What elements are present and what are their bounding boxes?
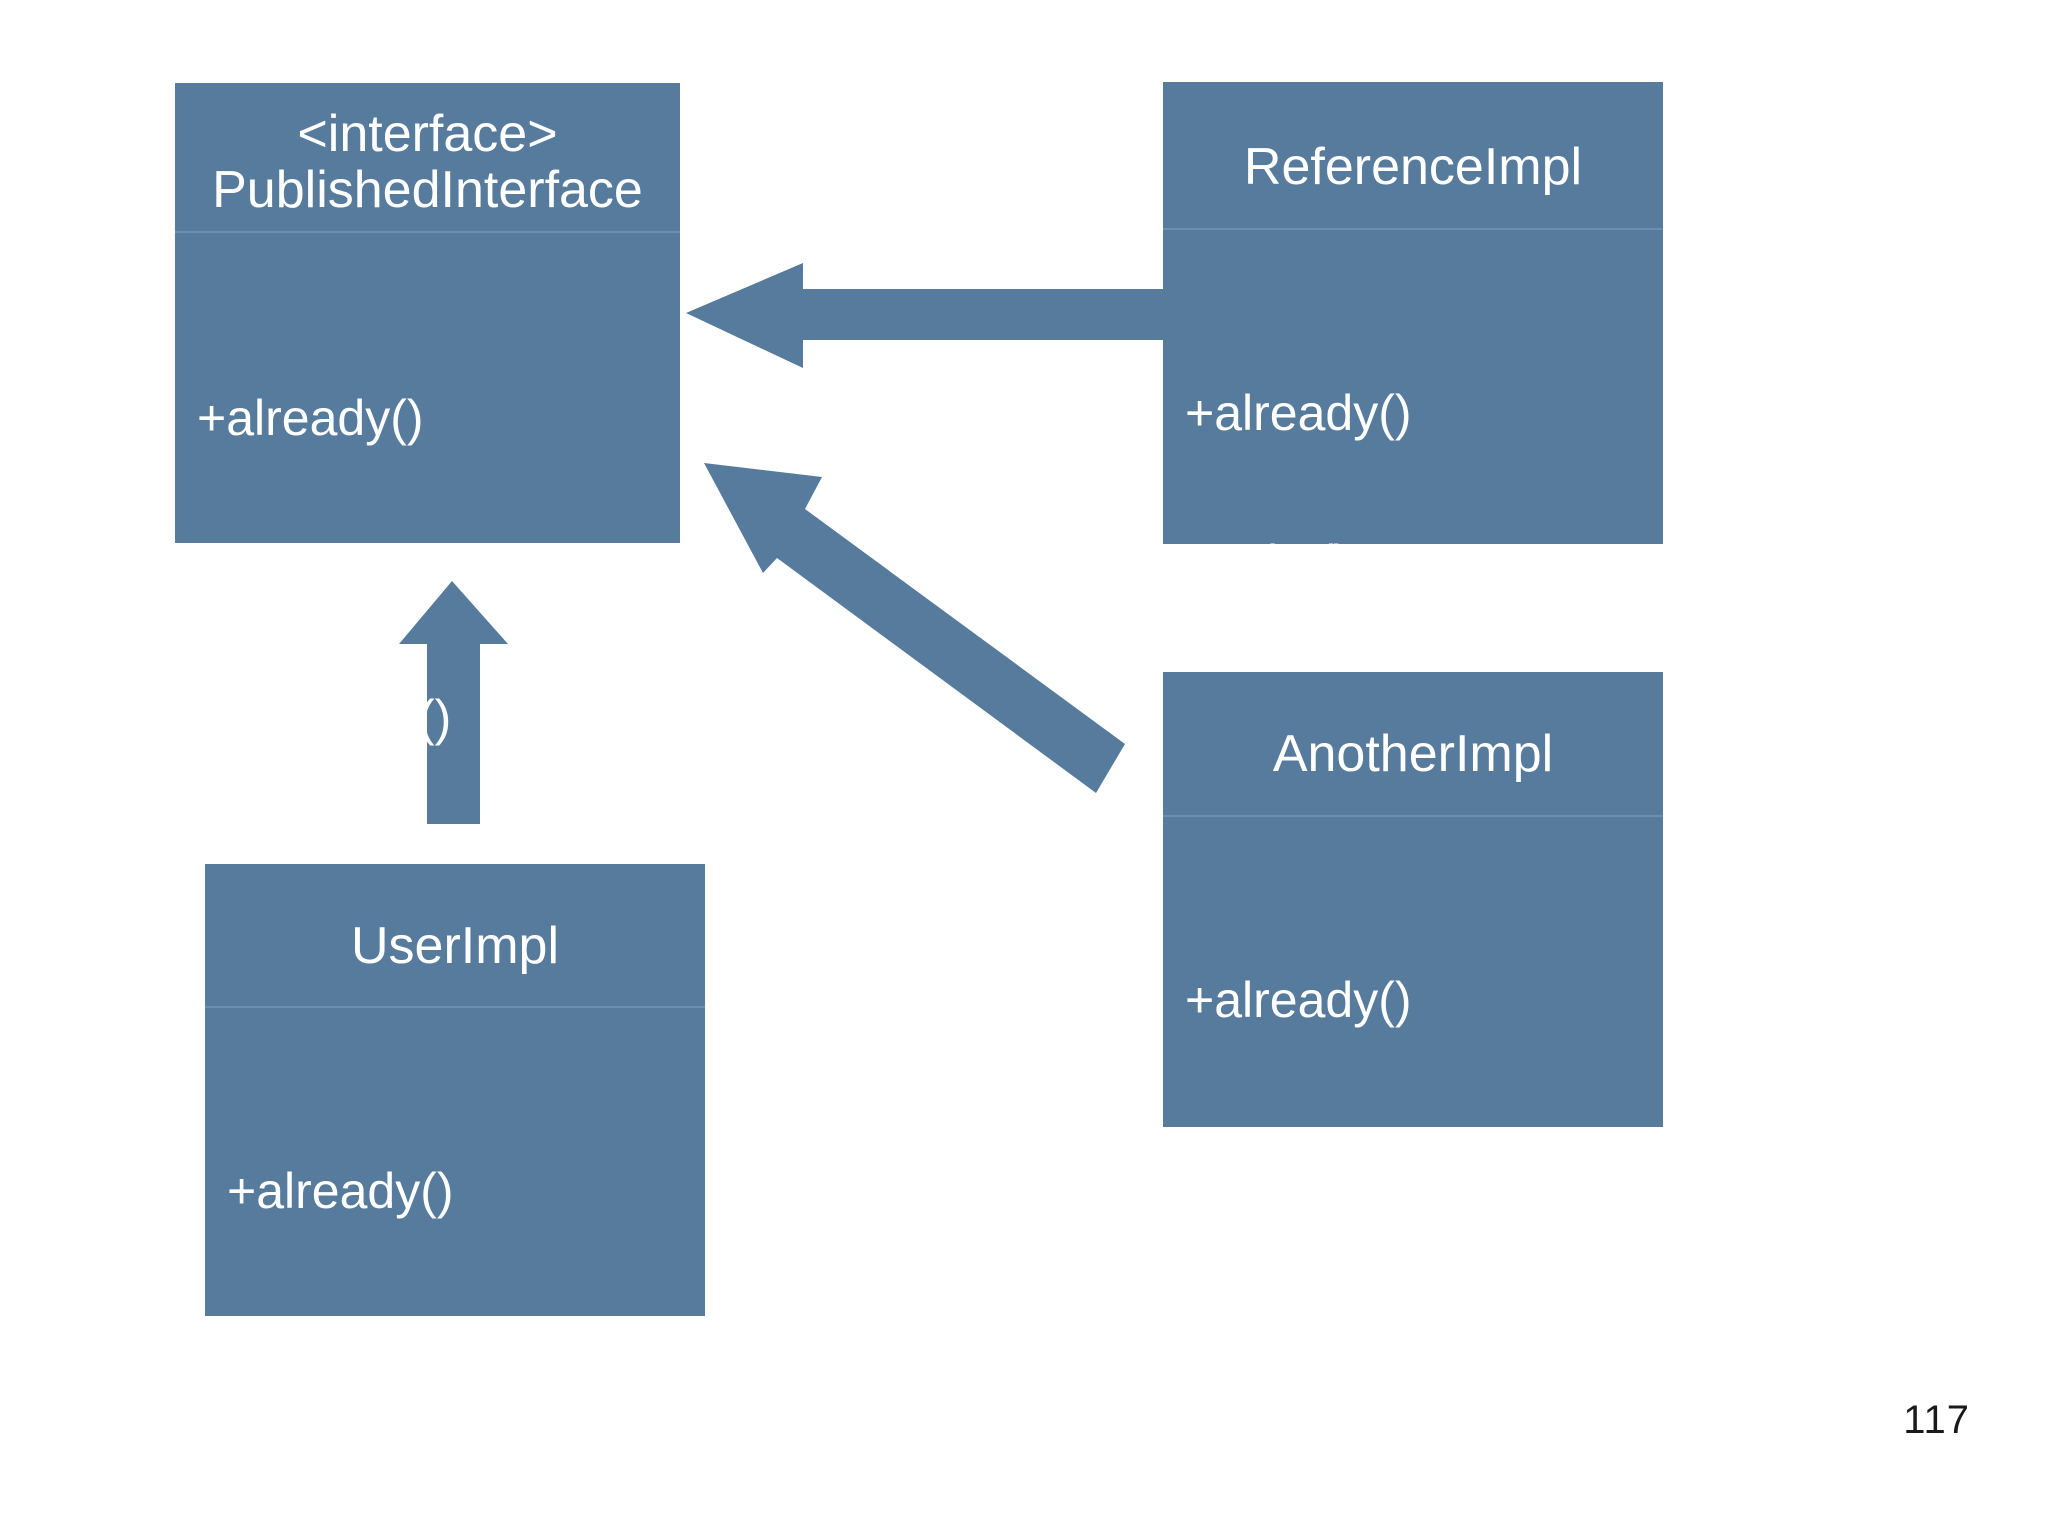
class-member: +methods()	[197, 690, 452, 746]
class-stereotype-published-interface: <interface>	[297, 104, 558, 163]
class-members-published-interface: +already() +exist() +methods()	[175, 233, 680, 843]
class-member: +exist()	[1185, 1122, 1351, 1178]
class-member: +methods()	[227, 1463, 482, 1519]
class-box-published-interface[interactable]: <interface> PublishedInterface +already(…	[175, 83, 680, 743]
class-members-user-impl: +already() +exist() +methods()	[205, 1008, 705, 1535]
arrow-another-impl-to-published-interface	[704, 463, 1125, 793]
class-members-another-impl: +already() +exist() +methods()	[1163, 817, 1663, 1425]
class-member: +already()	[197, 390, 424, 446]
class-name-reference-impl: ReferenceImpl	[1243, 137, 1583, 196]
class-header-user-impl: UserImpl	[205, 864, 705, 1008]
class-member: +already()	[227, 1163, 454, 1219]
class-name-published-interface: PublishedInterface	[212, 161, 643, 219]
class-member: +exist()	[1185, 535, 1351, 591]
arrow-reference-impl-to-published-interface	[686, 263, 1163, 368]
class-member: +already()	[1185, 385, 1412, 441]
class-box-user-impl[interactable]: UserImpl +already() +exist() +methods()	[205, 864, 705, 1516]
class-box-reference-impl[interactable]: ReferenceImpl +already() +exist() +metho…	[1163, 82, 1663, 738]
class-name-user-impl: UserImpl	[350, 916, 560, 975]
class-member: +exist()	[197, 540, 363, 596]
class-name-another-impl: AnotherImpl	[1272, 725, 1554, 784]
class-header-another-impl: AnotherImpl	[1163, 672, 1663, 817]
page-number: 117	[1903, 1398, 1970, 1442]
class-header-reference-impl: ReferenceImpl	[1163, 82, 1663, 230]
class-box-another-impl[interactable]: AnotherImpl +already() +exist() +methods…	[1163, 672, 1663, 1325]
class-member: +exist()	[227, 1313, 393, 1369]
class-member: +methods()	[1185, 1272, 1440, 1328]
class-header-published-interface: <interface> PublishedInterface	[175, 83, 680, 233]
class-member: +already()	[1185, 972, 1412, 1028]
